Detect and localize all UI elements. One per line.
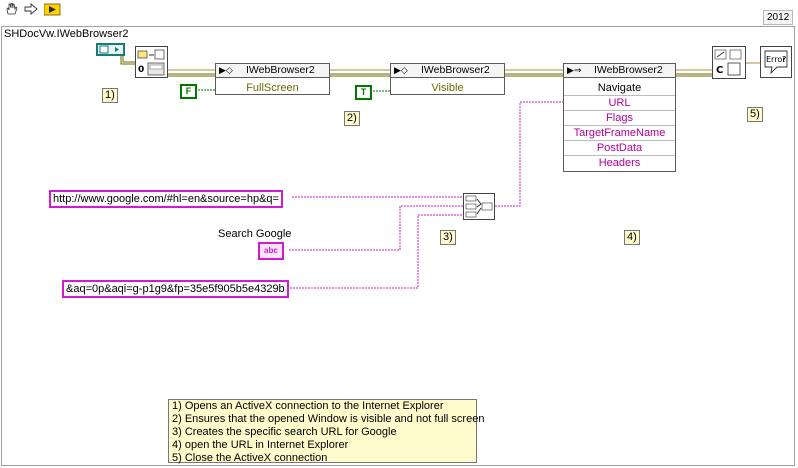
step-label-3: 3) <box>440 230 456 245</box>
note-line: 1) Opens an ActiveX connection to the In… <box>172 400 444 412</box>
note-line: 5) Close the ActiveX connection <box>172 452 328 464</box>
node-header: ▶⇒ IWebBrowser2 <box>564 64 675 78</box>
method-navigate[interactable]: Navigate <box>564 81 675 96</box>
step-label-4: 4) <box>624 230 640 245</box>
version-badge: 2012 <box>763 10 794 25</box>
node-header: ▶◇ IWebBrowser2 <box>391 64 504 78</box>
note-line: 3) Creates the specific search URL for G… <box>172 426 397 438</box>
notes-comment: 1) Opens an ActiveX connection to the In… <box>168 399 485 464</box>
input-headers[interactable]: Headers <box>598 157 641 169</box>
hand-tool-icon[interactable] <box>5 2 19 15</box>
string-wire <box>289 101 563 289</box>
note-line: 4) open the URL in Internet Explorer <box>172 439 349 451</box>
property-visible[interactable]: Visible <box>431 82 464 94</box>
error-handler-node[interactable]: Error ? <box>760 46 792 78</box>
search-google-label: Search Google <box>218 228 292 240</box>
automation-refnum-control[interactable] <box>96 43 125 56</box>
fullscreen-bool-constant[interactable]: F <box>180 84 197 99</box>
node-header: ▶◇ IWebBrowser2 <box>216 64 329 78</box>
svg-text:?: ? <box>782 55 786 64</box>
search-google-control[interactable]: abc <box>258 242 284 260</box>
node-class-label: IWebBrowser2 <box>421 64 490 76</box>
navigate-invoke-node[interactable]: ▶⇒ IWebBrowser2 Navigate URL Flags Targe… <box>563 63 676 172</box>
fullscreen-property-node[interactable]: ▶◇ IWebBrowser2 FullScreen <box>215 63 330 95</box>
svg-text:C: C <box>716 65 723 76</box>
arrow-run-icon[interactable] <box>24 3 38 15</box>
frame-title: SHDocVw.IWebBrowser2 <box>3 28 130 40</box>
url-suffix-constant[interactable]: &aq=0p&aqi=g-p1g9&fp=35e5f905b5e4329b <box>62 280 289 298</box>
step-label-1: 1) <box>102 88 118 103</box>
visible-property-node[interactable]: ▶◇ IWebBrowser2 Visible <box>390 63 505 95</box>
error-wire <box>168 62 760 71</box>
svg-text:0: 0 <box>138 65 144 75</box>
step-label-2: 2) <box>344 111 360 126</box>
svg-text:Error: Error <box>766 55 786 64</box>
property-fullscreen[interactable]: FullScreen <box>246 82 299 94</box>
open-automation-node[interactable]: 0 <box>135 46 168 78</box>
visible-bool-constant[interactable]: T <box>355 85 372 100</box>
diagram-frame <box>1 26 795 466</box>
note-line: 2) Ensures that the opened Window is vis… <box>172 413 485 425</box>
concatenate-strings-node[interactable] <box>463 193 495 220</box>
url-prefix-constant[interactable]: http://www.google.com/#hl=en&source=hp&q… <box>49 190 283 208</box>
input-targetframename[interactable]: TargetFrameName <box>564 126 675 141</box>
input-postdata[interactable]: PostData <box>564 141 675 156</box>
run-continuous-icon[interactable] <box>43 3 61 16</box>
input-url[interactable]: URL <box>564 96 675 111</box>
node-class-label: IWebBrowser2 <box>246 64 315 76</box>
step-label-5: 5) <box>747 107 763 122</box>
input-flags[interactable]: Flags <box>564 111 675 126</box>
node-class-label: IWebBrowser2 <box>594 64 663 76</box>
close-reference-node[interactable]: C <box>712 46 746 79</box>
